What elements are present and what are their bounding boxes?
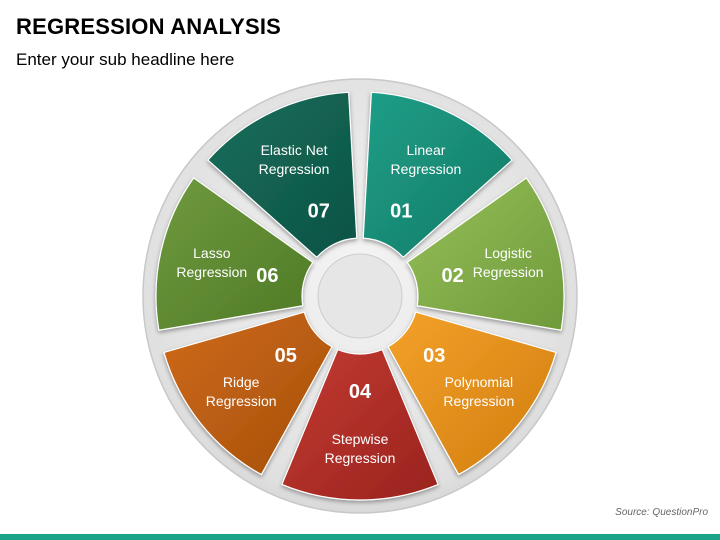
segment-03: [387, 311, 557, 476]
segment-number: 01: [390, 200, 412, 222]
wheel-hub: [317, 253, 403, 339]
bottom-accent-bar: [0, 534, 720, 540]
page-subtitle: Enter your sub headline here: [16, 50, 235, 69]
segment-02: [406, 177, 565, 331]
segment-number: 02: [441, 265, 463, 287]
segment-number: 06: [256, 265, 278, 287]
segment-07: [207, 91, 358, 258]
segment-number: 04: [349, 381, 372, 403]
segment-number: 05: [275, 345, 297, 367]
segment-number: 03: [423, 345, 445, 367]
segment-05: [163, 311, 333, 476]
segment-number: 07: [308, 200, 330, 222]
source-note: Source: QuestionPro: [615, 507, 708, 518]
segment-04: [281, 348, 439, 501]
page-title: REGRESSION ANALYSIS: [16, 14, 282, 39]
segment-01: [362, 91, 513, 258]
segment-06: [155, 177, 314, 331]
